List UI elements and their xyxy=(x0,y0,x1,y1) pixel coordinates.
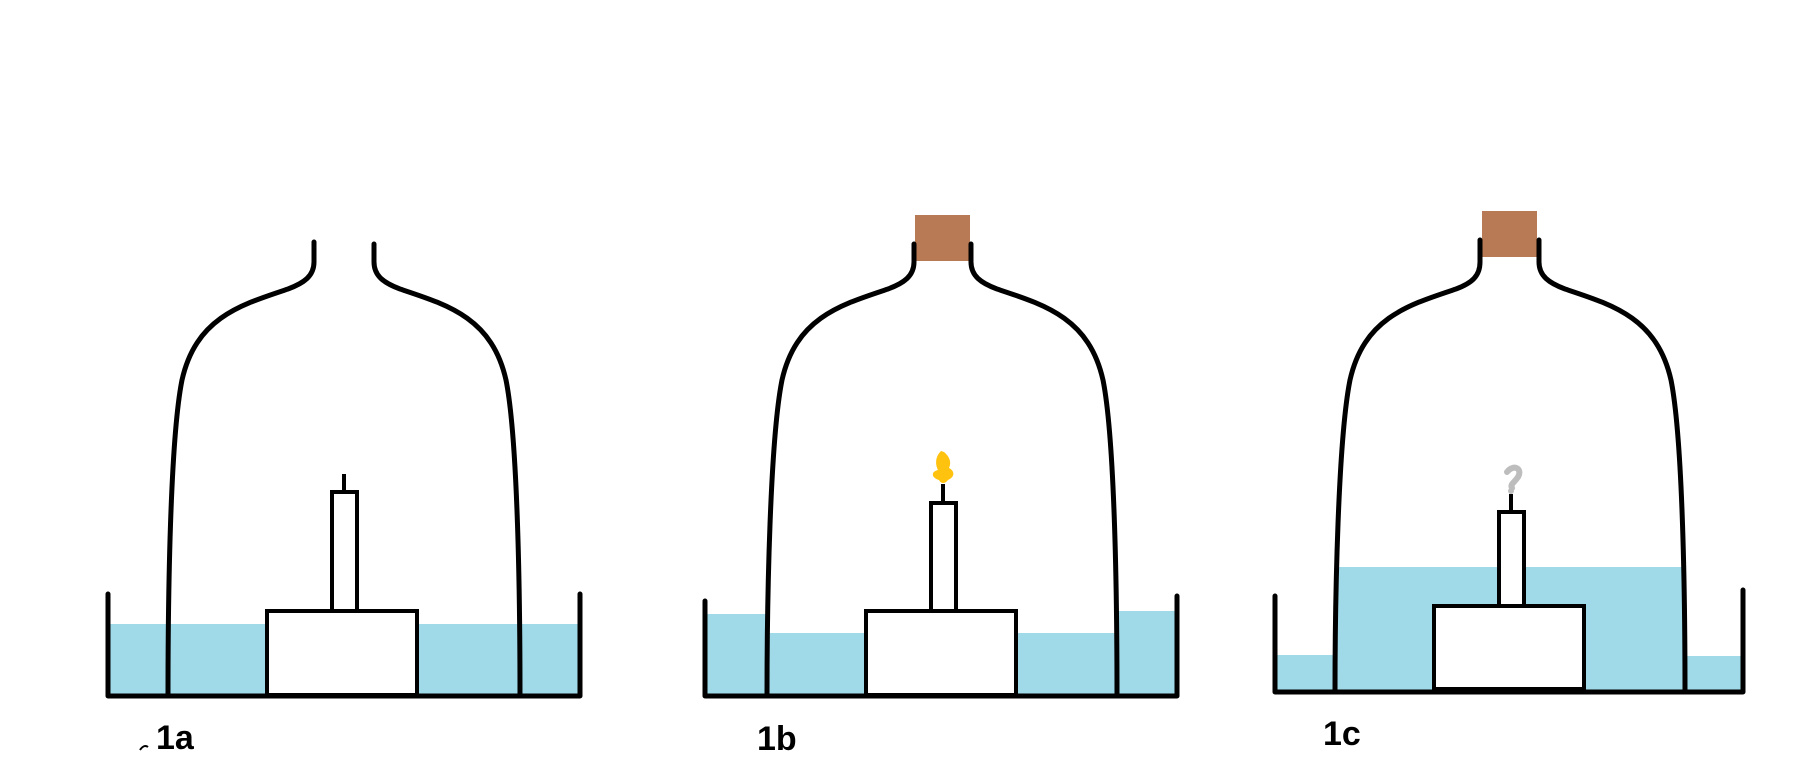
panel-label-1a: 1a xyxy=(156,719,195,757)
basin xyxy=(1272,587,1746,695)
bell-jar xyxy=(1332,237,1688,695)
candle-base xyxy=(265,609,419,697)
water-outside-left xyxy=(707,614,767,696)
candle-base xyxy=(864,609,1018,697)
candle xyxy=(1497,510,1526,608)
water-outside-right xyxy=(1117,611,1177,696)
panel-1c xyxy=(1272,211,1746,695)
bell-jar xyxy=(165,239,523,699)
water-outside-left xyxy=(1277,655,1335,692)
smoke-icon xyxy=(1504,464,1523,494)
panel-label-1c: 1c xyxy=(1323,715,1361,753)
panel-label-1b: 1b xyxy=(757,720,797,758)
candle-base xyxy=(1432,604,1586,691)
water-outside-right xyxy=(1685,656,1743,692)
water-outside-left xyxy=(110,624,168,696)
flame-icon xyxy=(932,451,954,483)
cork-stopper xyxy=(1482,211,1537,257)
pen-mark xyxy=(139,745,149,751)
bell-jar xyxy=(764,241,1120,699)
cork-stopper xyxy=(915,215,970,261)
panel-1b xyxy=(702,215,1180,699)
water-outside-right xyxy=(520,624,580,696)
candle xyxy=(330,490,359,613)
candle xyxy=(929,501,958,613)
panel-1a xyxy=(105,239,583,699)
